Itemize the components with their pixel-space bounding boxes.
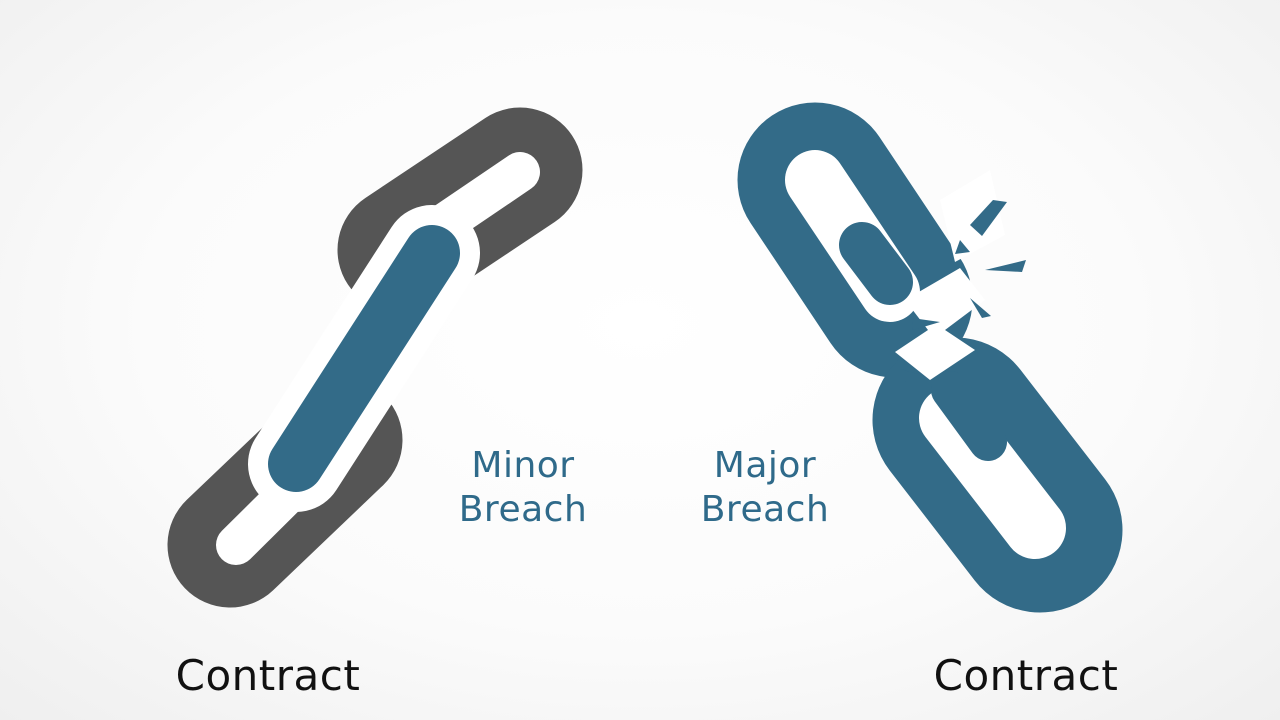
lower-broken-link	[872, 337, 1123, 613]
major-breach-line-1: Major	[713, 445, 817, 486]
upper-broken-link	[737, 102, 973, 378]
intact-chain-icon	[167, 107, 583, 608]
contract-label-right: Contract	[933, 651, 1119, 700]
major-breach-label: Major Breach	[675, 444, 855, 532]
minor-breach-line-2: Breach	[458, 489, 588, 530]
contract-label-left: Contract	[175, 651, 361, 700]
broken-chain-icon	[737, 102, 1123, 613]
major-breach-line-2: Breach	[700, 489, 830, 530]
connector-bar	[248, 205, 480, 512]
minor-breach-label: Minor Breach	[433, 444, 613, 532]
fracture-gap	[895, 170, 1005, 380]
minor-breach-line-1: Minor	[471, 445, 575, 486]
shards	[900, 200, 1026, 382]
